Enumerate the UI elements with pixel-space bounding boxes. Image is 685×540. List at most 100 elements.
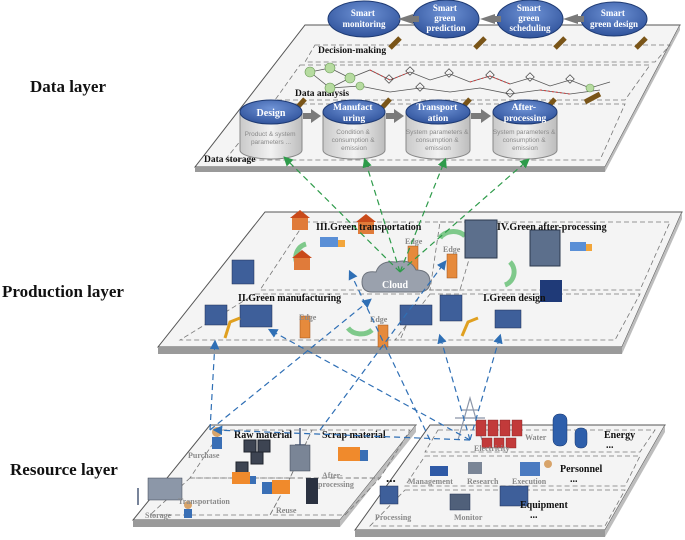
transportation-label: Transportation — [178, 497, 230, 506]
store-design-desc1: Product & system — [245, 131, 296, 138]
store-desc: System parameters & consumption & emissi… — [406, 129, 470, 152]
ellipsis-top-label: ... — [386, 470, 396, 485]
goal-label: Smart green scheduling — [509, 3, 551, 33]
goal-label: Smart green prediction — [426, 3, 465, 33]
monitor-label: Monitor — [454, 513, 483, 522]
store-desc: Condition & consumption & emission — [332, 129, 377, 152]
water-label: Water — [525, 433, 547, 442]
energy-more-label: ... — [606, 440, 614, 451]
production-layer-title: Production layer — [2, 282, 124, 301]
green-manufacturing-label: II.Green manufacturing — [238, 293, 341, 304]
data-layer-platform — [193, 24, 681, 172]
store-trans-desc1: System parameters & — [406, 129, 469, 136]
data-layer-title: Data layer — [30, 77, 106, 96]
data-analysis-label: Data analysis — [295, 89, 349, 99]
goal-scheduling-line3: scheduling — [509, 23, 551, 33]
green-data-flows — [283, 156, 530, 273]
store-trans-desc3: emission — [425, 145, 451, 152]
data-center-icon — [464, 219, 562, 302]
factory-machine-icon — [204, 259, 522, 329]
water-tank-icon — [552, 413, 588, 449]
house-icon — [290, 210, 376, 270]
green-transportation-label: III.Green transportation — [316, 222, 422, 233]
server-rack-icon — [306, 478, 318, 504]
goal-prediction-line3: prediction — [426, 23, 465, 33]
edge-label: Edge — [405, 237, 423, 246]
green-after-processing-label: IV.Green after-processing — [497, 222, 607, 233]
brown-arrows-up — [388, 36, 648, 50]
store-title: After- processing — [504, 103, 547, 124]
personnel-more-label: ... — [570, 474, 578, 485]
edge-label: Edge — [370, 315, 388, 324]
after-processing-line1: After- — [322, 471, 343, 480]
store-desc: System parameters & consumption & emissi… — [493, 129, 557, 152]
resource-right-platform — [354, 424, 666, 537]
equipment-more-label: ... — [530, 510, 538, 521]
after-processing-label: After- processing — [318, 471, 354, 489]
goal-design-line1: Smart — [601, 8, 625, 18]
scrap-material-label: Scrap material — [322, 430, 386, 441]
personnel-label: Personnel — [560, 464, 602, 475]
store-manuf-desc2: consumption & — [332, 137, 376, 144]
goal-prediction-line2: green — [434, 13, 455, 23]
robot-arm-icon — [223, 316, 479, 339]
store-after-desc2: consumption & — [503, 137, 547, 144]
store-title: Manufact uring — [333, 103, 375, 124]
store-after-desc3: emission — [512, 145, 538, 152]
store-title: Design — [257, 108, 286, 119]
store-manuf-desc1: Condition & — [336, 129, 370, 136]
store-design-title: Design — [257, 108, 286, 119]
blue-resource-flows — [209, 260, 503, 441]
decision-making-label: Decision-making — [318, 46, 386, 56]
goal-prediction-line1: Smart — [433, 3, 457, 13]
electricity-label: Electricity — [474, 444, 510, 453]
goal-monitoring-line2: monitoring — [342, 19, 386, 29]
store-manuf-desc3: emission — [341, 145, 367, 152]
store-transportation: Transport ation System parameters & cons… — [405, 99, 471, 160]
edge-label: Edge — [443, 245, 461, 254]
material-box-icon — [235, 439, 271, 475]
green-design-label: I.Green design — [483, 293, 546, 304]
goal-monitoring-line1: Smart — [351, 8, 375, 18]
storage-label: Storage — [145, 511, 172, 520]
energy-label: Energy — [604, 430, 635, 441]
resource-layer-title: Resource layer — [10, 460, 118, 479]
store-design: Design Product & system parameters ... — [239, 99, 303, 160]
research-label: Research — [467, 477, 499, 486]
analysis-network — [304, 62, 611, 98]
store-manufacturing: Manufact uring Condition & consumption &… — [322, 99, 386, 160]
raw-material-label: Raw material — [234, 430, 292, 441]
management-label: Management — [408, 477, 453, 486]
reuse-label: Reuse — [276, 506, 297, 515]
goal-label: Smart monitoring — [342, 8, 386, 29]
store-trans-title2: ation — [428, 114, 449, 124]
equipment-label: Equipment — [520, 500, 568, 511]
store-title: Transport ation — [416, 103, 459, 124]
goal-scheduling-line2: green — [518, 13, 539, 23]
store-manuf-title1: Manufact — [333, 103, 373, 113]
solar-panel-icon — [475, 419, 523, 449]
after-processing-line2: processing — [318, 480, 354, 489]
goal-smart-green-design: Smart green design — [580, 1, 648, 37]
store-trans-title1: Transport — [416, 103, 458, 113]
store-desc: Product & system parameters ... — [245, 131, 298, 146]
building-icon — [147, 444, 311, 501]
goal-smart-monitoring: Smart monitoring — [327, 0, 401, 38]
personnel-icon — [430, 460, 552, 476]
truck-icon — [320, 237, 592, 251]
goal-label: Smart green design — [590, 8, 638, 29]
goal-smart-green-prediction: Smart green prediction — [412, 0, 480, 39]
execution-label: Execution — [512, 477, 547, 486]
goal-smart-green-scheduling: Smart green scheduling — [496, 0, 564, 39]
store-after-title1: After- — [512, 103, 536, 113]
goal-design-line2: green design — [590, 19, 638, 29]
equipment-icon — [379, 485, 529, 511]
store-trans-desc2: consumption & — [416, 137, 460, 144]
store-design-desc2: parameters ... — [251, 139, 291, 146]
store-after-title2: processing — [504, 114, 547, 124]
goal-scheduling-line1: Smart — [517, 3, 541, 13]
store-after-processing: After- processing System parameters & co… — [492, 99, 558, 160]
purchase-label: Purchase — [188, 451, 220, 460]
truck-icon — [232, 447, 368, 494]
